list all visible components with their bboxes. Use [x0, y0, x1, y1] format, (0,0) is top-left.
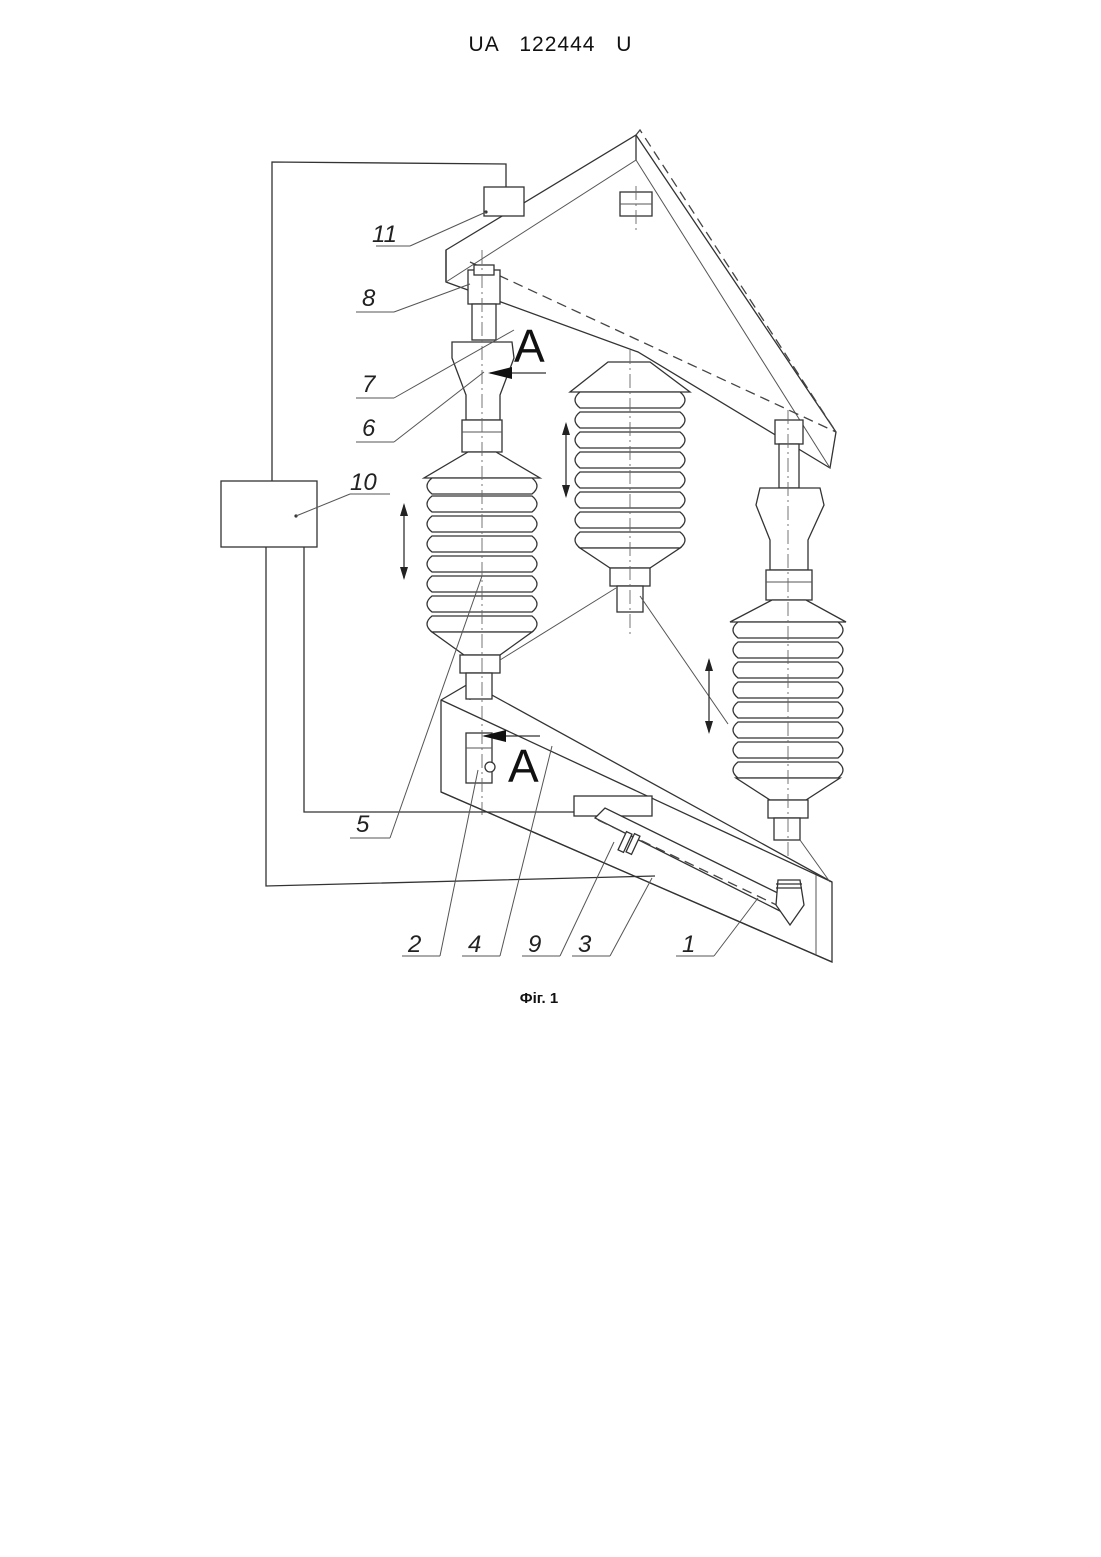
label-9: 9: [528, 931, 541, 958]
figure-caption: Фіг. 1: [0, 990, 1078, 1007]
label-3: 3: [578, 931, 592, 958]
label-6: 6: [362, 415, 376, 442]
label-10: 10: [350, 469, 377, 496]
label-5: 5: [356, 811, 370, 838]
section-mark-top: A: [514, 320, 545, 372]
control-block-10: [221, 481, 317, 547]
label-4: 4: [468, 931, 481, 958]
right-insulator: [730, 410, 846, 860]
label-1: 1: [682, 931, 695, 958]
label-7: 7: [362, 371, 377, 398]
section-mark-bottom: A: [508, 740, 539, 792]
label-8: 8: [362, 285, 376, 312]
sensor-block-11: [484, 187, 524, 216]
label-11: 11: [372, 221, 397, 248]
label-2: 2: [407, 931, 421, 958]
middle-insulator: [570, 350, 690, 635]
